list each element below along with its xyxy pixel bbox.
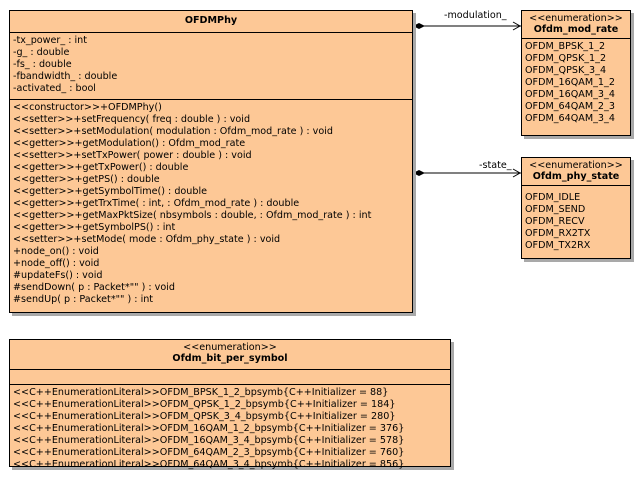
class-header: <<enumeration>> Ofdm_bit_per_symbol: [10, 340, 450, 369]
operation: +node_off() : void: [13, 258, 100, 269]
enum-literal: <<C++EnumerationLiteral>>OFDM_QPSK_1_2_b…: [13, 399, 396, 410]
ofdmphy-class[interactable]: OFDMPhy -tx_power_ : int -g_ : double -f…: [9, 10, 413, 313]
class-name: Ofdm_mod_rate: [533, 24, 619, 35]
arrow-head-icon: [512, 21, 522, 31]
enum-literal: OFDM_SEND: [525, 204, 586, 215]
operation: <<getter>>+getTxPower() : double: [13, 162, 189, 173]
enum-literal: OFDM_RECV: [525, 216, 585, 227]
class-name: Ofdm_phy_state: [532, 171, 620, 182]
enum-literal: OFDM_TX2RX: [525, 240, 591, 251]
stereotype-label: <<enumeration>>: [529, 13, 623, 24]
arrow-head-icon: [512, 168, 522, 178]
enum-literal: OFDM_64QAM_2_3: [525, 101, 615, 112]
composition-diamond-icon: [413, 23, 425, 29]
enum-literal: OFDM_RX2TX: [525, 228, 591, 239]
enum-literal: <<C++EnumerationLiteral>>OFDM_64QAM_2_3_…: [13, 447, 405, 458]
composition-diamond-icon: [413, 170, 425, 176]
class-name: OFDMPhy: [184, 15, 238, 26]
operation: <<constructor>>+OFDMPhy(): [13, 102, 162, 113]
stereotype-label: <<enumeration>>: [183, 342, 277, 353]
enum-literal: OFDM_16QAM_3_4: [525, 89, 615, 100]
class-name: Ofdm_bit_per_symbol: [172, 353, 288, 364]
attributes-section: [10, 369, 450, 384]
stereotype-label: <<enumeration>>: [529, 160, 623, 171]
ofdm-mod-rate-enum[interactable]: <<enumeration>> Ofdm_mod_rate OFDM_BPSK_…: [521, 10, 631, 136]
operation: <<getter>>+getPS() : double: [13, 174, 160, 185]
enum-literal: <<C++EnumerationLiteral>>OFDM_16QAM_3_4_…: [13, 435, 405, 446]
attribute: -tx_power_ : int: [13, 35, 87, 46]
operations-section: <<constructor>>+OFDMPhy() <<setter>>+set…: [10, 99, 412, 308]
operation: <<getter>>+getTrxTime( : int, : Ofdm_mod…: [13, 198, 300, 209]
enum-literal: OFDM_QPSK_3_4: [525, 65, 607, 76]
operation: <<getter>>+getSymbolTime() : double: [13, 186, 208, 197]
attribute: -fbandwidth_ : double: [13, 71, 118, 82]
operation: <<getter>>+getModulation() : Ofdm_mod_ra…: [13, 138, 246, 149]
attribute: -g_ : double: [13, 47, 70, 58]
class-header: <<enumeration>> Ofdm_mod_rate: [522, 11, 630, 38]
enum-literal: OFDM_16QAM_1_2: [525, 77, 615, 88]
class-header: OFDMPhy: [10, 11, 412, 32]
modulation-role-label: -modulation_: [444, 10, 507, 21]
ofdm-phy-state-enum[interactable]: <<enumeration>> Ofdm_phy_state OFDM_IDLE…: [521, 157, 631, 259]
operation: <<setter>>+setFrequency( freq : double )…: [13, 114, 251, 125]
operation: #sendUp( p : Packet*"" ) : int: [13, 294, 154, 305]
ofdm-bit-per-symbol-enum[interactable]: <<enumeration>> Ofdm_bit_per_symbol <<C+…: [9, 339, 451, 470]
enum-literal: <<C++EnumerationLiteral>>OFDM_QPSK_3_4_b…: [13, 411, 396, 422]
enum-literal: <<C++EnumerationLiteral>>OFDM_BPSK_1_2_b…: [13, 387, 389, 398]
operation: <<setter>>+setModulation( modulation : O…: [13, 126, 333, 137]
enum-literal: <<C++EnumerationLiteral>>OFDM_64QAM_3_4_…: [13, 459, 405, 470]
operation: <<setter>>+setMode( mode : Ofdm_phy_stat…: [13, 234, 281, 245]
operation: <<getter>>+getSymbolPS() : int: [13, 222, 176, 233]
attributes-section: -tx_power_ : int -g_ : double -fs_ : dou…: [10, 32, 412, 99]
state-association: [413, 168, 522, 178]
operation: +node_on() : void: [13, 246, 99, 257]
operation: <<setter>>+setTxPower( power : double ) …: [13, 150, 252, 161]
attribute: -activated_ : bool: [13, 83, 96, 94]
enum-literal: <<C++EnumerationLiteral>>OFDM_16QAM_1_2_…: [13, 423, 405, 434]
operation: <<getter>>+getMaxPktSize( nbsymbols : do…: [13, 210, 372, 221]
attribute: -fs_ : double: [13, 59, 72, 70]
enum-literal: OFDM_IDLE: [525, 192, 581, 203]
enum-literal: OFDM_BPSK_1_2: [525, 41, 606, 52]
enum-literal: OFDM_64QAM_3_4: [525, 113, 615, 124]
modulation-association: [413, 21, 522, 31]
operation: #sendDown( p : Packet*"" ) : void: [13, 282, 175, 293]
class-header: <<enumeration>> Ofdm_phy_state: [522, 158, 630, 185]
literals-section: <<C++EnumerationLiteral>>OFDM_BPSK_1_2_b…: [10, 384, 450, 473]
enum-literal: OFDM_QPSK_1_2: [525, 53, 607, 64]
operation: #updateFs() : void: [13, 270, 103, 281]
literals-section: OFDM_BPSK_1_2 OFDM_QPSK_1_2 OFDM_QPSK_3_…: [522, 38, 630, 127]
state-role-label: -state_: [479, 160, 512, 171]
literals-section: OFDM_IDLE OFDM_SEND OFDM_RECV OFDM_RX2TX…: [522, 185, 630, 254]
